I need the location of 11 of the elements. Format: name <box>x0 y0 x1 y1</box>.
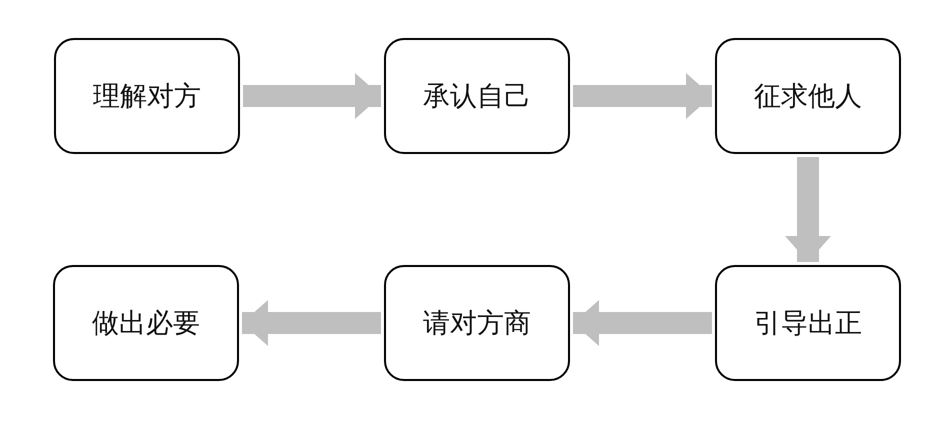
process-box: 做出必要 <box>53 265 239 381</box>
process-box: 理解对方 <box>54 38 240 154</box>
process-box: 征求他人 <box>715 38 901 154</box>
arrow <box>243 73 381 119</box>
arrow <box>573 73 712 119</box>
process-box: 承认自己 <box>384 38 570 154</box>
process-box: 引导出正 <box>715 265 901 381</box>
process-box: 请对方商 <box>384 265 570 381</box>
arrow <box>242 300 381 346</box>
arrow <box>785 157 831 262</box>
arrow <box>573 300 712 346</box>
